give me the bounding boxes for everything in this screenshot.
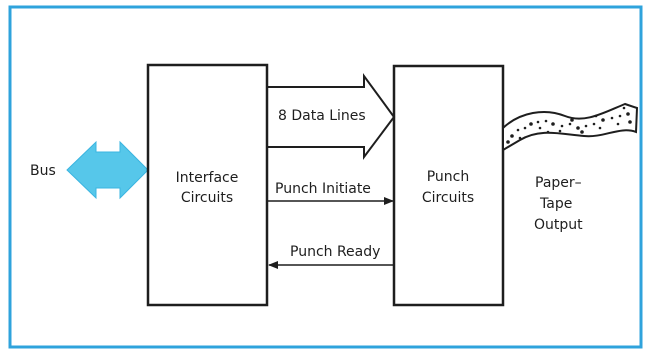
tape-hole <box>518 136 522 140</box>
tape-hole <box>610 116 614 120</box>
output-label-line1: Paper– <box>535 175 582 191</box>
punch-circuits-box <box>392 64 505 307</box>
interface-label-line2: Circuits <box>181 190 233 206</box>
tape-hole <box>538 126 542 130</box>
tape-hole <box>529 122 533 126</box>
output-label-line3: Output <box>534 217 583 233</box>
tape-hole <box>558 129 562 133</box>
tape-hole <box>506 140 510 144</box>
tape-hole <box>616 122 620 126</box>
tape-hole <box>560 124 564 128</box>
tape-hole <box>544 119 548 123</box>
data-lines-arrow <box>268 72 396 160</box>
bus-label: Bus <box>30 163 56 179</box>
outer-frame <box>8 5 643 349</box>
punch-label-line1: Punch <box>427 169 470 185</box>
tape-hole <box>622 106 626 110</box>
tape-hole <box>580 130 584 134</box>
interface-label-line1: Interface <box>176 170 239 186</box>
tape-hole <box>598 126 602 130</box>
punch-initiate-label: Punch Initiate <box>275 181 371 197</box>
paper-tape-illustration <box>502 102 639 152</box>
tape-hole <box>576 126 580 130</box>
data-lines-label: 8 Data Lines <box>278 108 366 124</box>
tape-hole <box>618 114 622 118</box>
interface-circuits-box <box>146 63 269 307</box>
tape-hole <box>601 118 605 122</box>
tape-hole <box>628 120 632 124</box>
bus-arrow <box>66 140 149 200</box>
output-label-line2: Tape <box>539 196 572 212</box>
tape-hole <box>592 122 596 126</box>
tape-hole <box>570 118 574 122</box>
tape-hole <box>546 130 550 134</box>
tape-hole <box>594 114 598 118</box>
tape-hole <box>568 122 572 126</box>
tape-hole <box>516 128 520 132</box>
tape-hole <box>510 134 514 138</box>
tape-hole <box>626 112 630 116</box>
punch-label-line2: Circuits <box>422 190 474 206</box>
tape-hole <box>584 124 588 128</box>
tape-hole <box>523 126 527 130</box>
tape-hole <box>551 122 555 126</box>
tape-hole <box>536 120 540 124</box>
punch-ready-label: Punch Ready <box>290 244 380 260</box>
